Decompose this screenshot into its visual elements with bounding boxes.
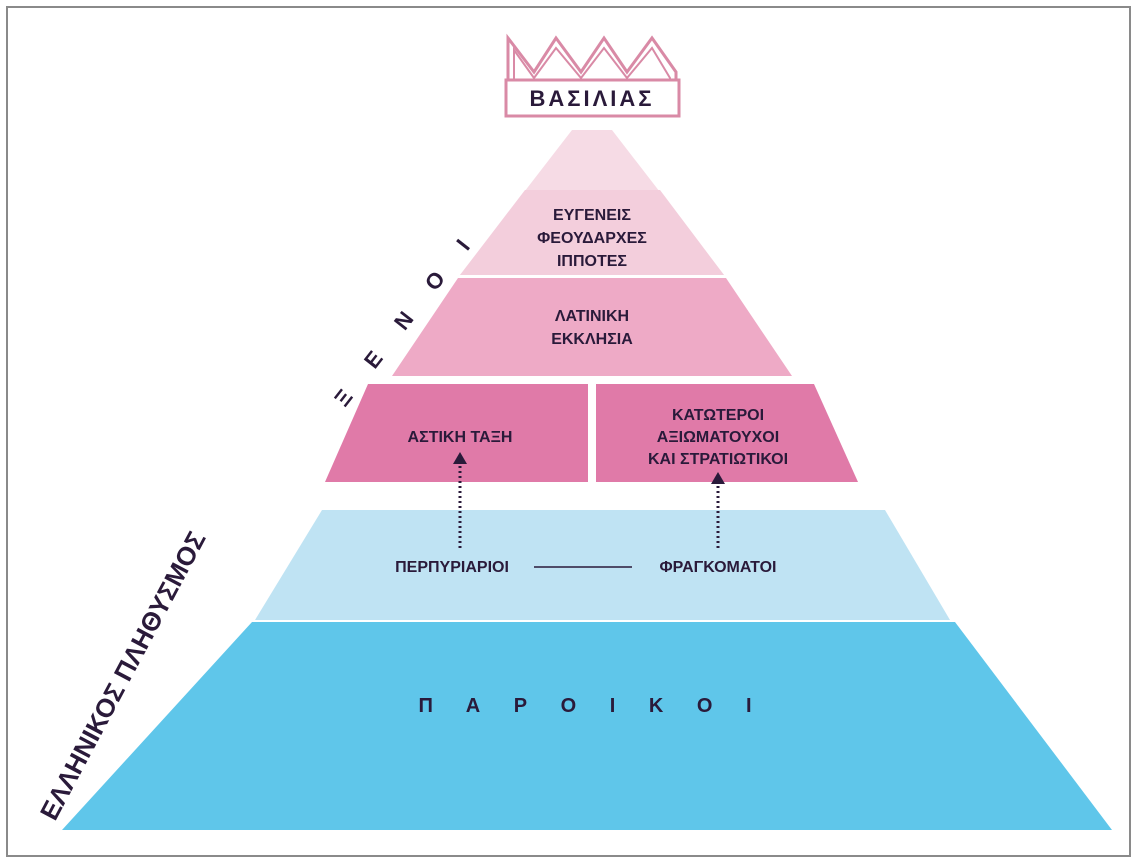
tier-nobles	[460, 190, 724, 275]
label-perpyriarioi: ΠΕΡΠΥΡΙΑΡΙΟΙ	[395, 559, 509, 576]
label-church-2: ΕΚΚΛΗΣΙΑ	[551, 331, 633, 348]
church-labels: ΛΑΤΙΝΙΚΗ ΕΚΚΛΗΣΙΑ	[551, 308, 633, 348]
lower-officials-labels: ΚΑΤΩΤΕΡΟΙ ΑΞΙΩΜΑΤΟΥΧΟΙ ΚΑΙ ΣΤΡΑΤΙΩΤΙΚΟΙ	[648, 407, 788, 468]
label-lower-3: ΚΑΙ ΣΤΡΑΤΙΩΤΙΚΟΙ	[648, 451, 788, 468]
arrow-head-right	[711, 472, 725, 484]
label-lower-2: ΑΞΙΩΜΑΤΟΥΧΟΙ	[657, 429, 779, 446]
crown-zigzag	[506, 33, 678, 80]
label-bourgeoisie: ΑΣΤΙΚΗ ΤΑΞΗ	[408, 429, 513, 446]
arrow-fragkomatoi	[711, 472, 725, 548]
label-nobles-3: ΙΠΠΟΤΕΣ	[557, 253, 627, 270]
crown-zigzag-inner	[513, 46, 671, 80]
label-nobles-2: ΦΕΟΥΔΑΡΧΕΣ	[537, 230, 647, 247]
tier-lower-officials	[596, 384, 858, 482]
crown-band	[504, 78, 681, 118]
label-fragkomatoi: ΦΡΑΓΚΟΜΑΤΟΙ	[660, 559, 777, 576]
tier-light-blue	[255, 510, 950, 620]
label-nobles-1: ΕΥΓΕΝΕΙΣ	[553, 207, 631, 224]
label-church-1: ΛΑΤΙΝΙΚΗ	[555, 308, 629, 325]
nobles-labels: ΕΥΓΕΝΕΙΣ ΦΕΟΥΔΑΡΧΕΣ ΙΠΠΟΤΕΣ	[537, 207, 647, 270]
tier-bourgeoisie	[325, 384, 588, 482]
arrow-perpyriarioi	[453, 452, 467, 548]
label-lower-1: ΚΑΤΩΤΕΡΟΙ	[672, 407, 764, 424]
tier-paroikoi	[62, 622, 1112, 830]
crown-label: ΒΑΣΙΛΙΑΣ	[530, 86, 655, 111]
arrow-head-left	[453, 452, 467, 464]
tier-church	[392, 278, 792, 376]
label-paroikoi: Π Α Ρ Ο Ι Κ Ο Ι	[418, 695, 765, 717]
crown: ΒΑΣΙΛΙΑΣ	[504, 33, 681, 118]
